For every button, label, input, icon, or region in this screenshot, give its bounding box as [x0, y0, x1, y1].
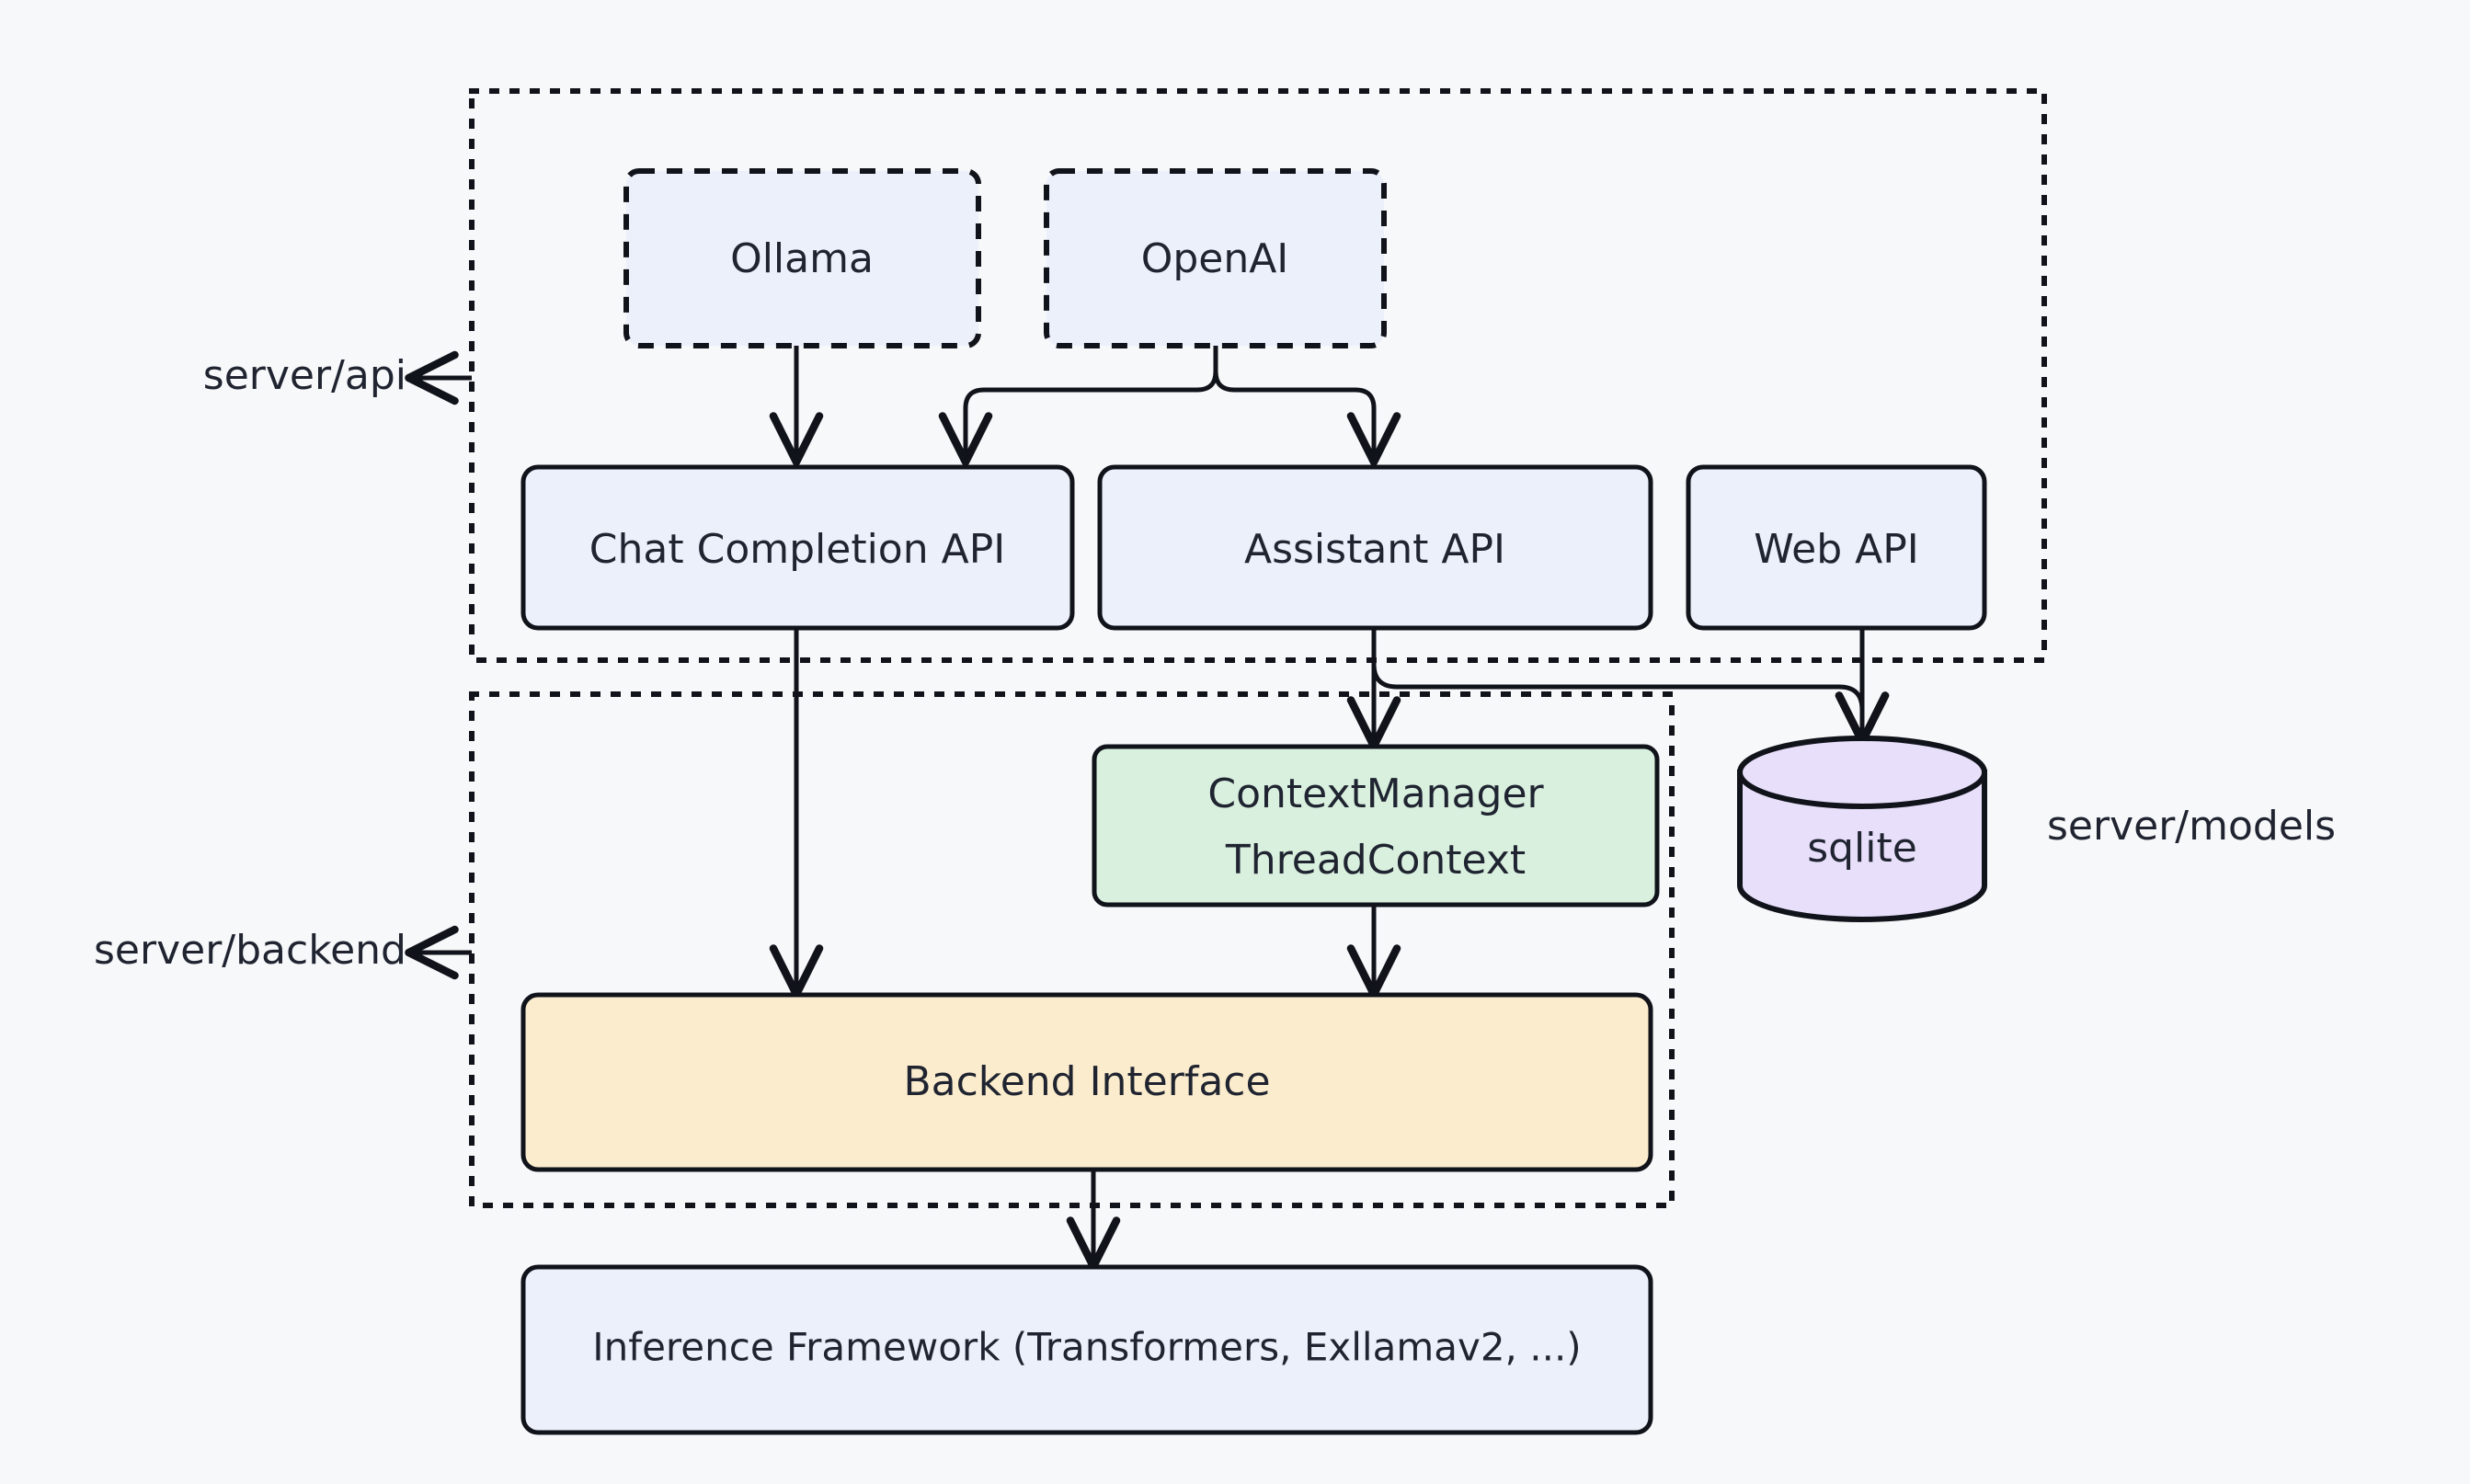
node-context-manager[interactable]: ContextManager ThreadContext	[1092, 744, 1660, 908]
node-openai[interactable]: OpenAI	[1044, 168, 1387, 348]
node-inference-framework-label: Inference Framework (Transformers, Exlla…	[592, 1325, 1581, 1370]
node-openai-label: OpenAI	[1141, 235, 1289, 282]
node-chat-completion-api[interactable]: Chat Completion API	[520, 464, 1075, 631]
group-label-server-api: server/api	[203, 352, 406, 399]
node-sqlite-body[interactable]	[1737, 770, 1987, 922]
node-context-manager-shape[interactable]	[1092, 744, 1660, 908]
node-inference-framework[interactable]: Inference Framework (Transformers, Exlla…	[520, 1264, 1653, 1435]
group-label-server-models: server/models	[2047, 803, 2336, 850]
node-context-manager-label-line2: ThreadContext	[1225, 837, 1526, 884]
node-web-api[interactable]: Web API	[1686, 464, 1987, 631]
node-openai-shape[interactable]	[1044, 168, 1387, 348]
group-label-server-backend: server/backend	[94, 927, 406, 974]
node-assistant-api-shape[interactable]	[1097, 464, 1653, 631]
node-ollama-label: Ollama	[730, 235, 874, 282]
node-backend-interface[interactable]: Backend Interface	[520, 992, 1653, 1172]
node-assistant-api[interactable]: Assistant API	[1097, 464, 1653, 631]
node-backend-interface-label: Backend Interface	[903, 1058, 1270, 1105]
node-inference-framework-shape[interactable]	[520, 1264, 1653, 1435]
node-web-api-label: Web API	[1754, 526, 1919, 573]
node-ollama[interactable]: Ollama	[623, 168, 981, 348]
node-backend-interface-shape[interactable]	[520, 992, 1653, 1172]
node-web-api-shape[interactable]	[1686, 464, 1987, 631]
node-sqlite[interactable]: sqlite	[1737, 736, 1987, 922]
edge-openai-to-assistant-api	[1213, 345, 1401, 466]
node-assistant-api-label: Assistant API	[1244, 526, 1505, 573]
node-sqlite-label: sqlite	[1807, 825, 1917, 872]
node-sqlite-top	[1737, 736, 1987, 809]
node-context-manager-label-line1: ContextManager	[1207, 771, 1544, 817]
node-chat-completion-api-label: Chat Completion API	[589, 526, 1005, 573]
group-container-server-api	[469, 88, 2047, 663]
group-container-server-backend	[469, 691, 1675, 1208]
node-ollama-shape[interactable]	[623, 168, 981, 348]
node-chat-completion-api-shape[interactable]	[520, 464, 1075, 631]
